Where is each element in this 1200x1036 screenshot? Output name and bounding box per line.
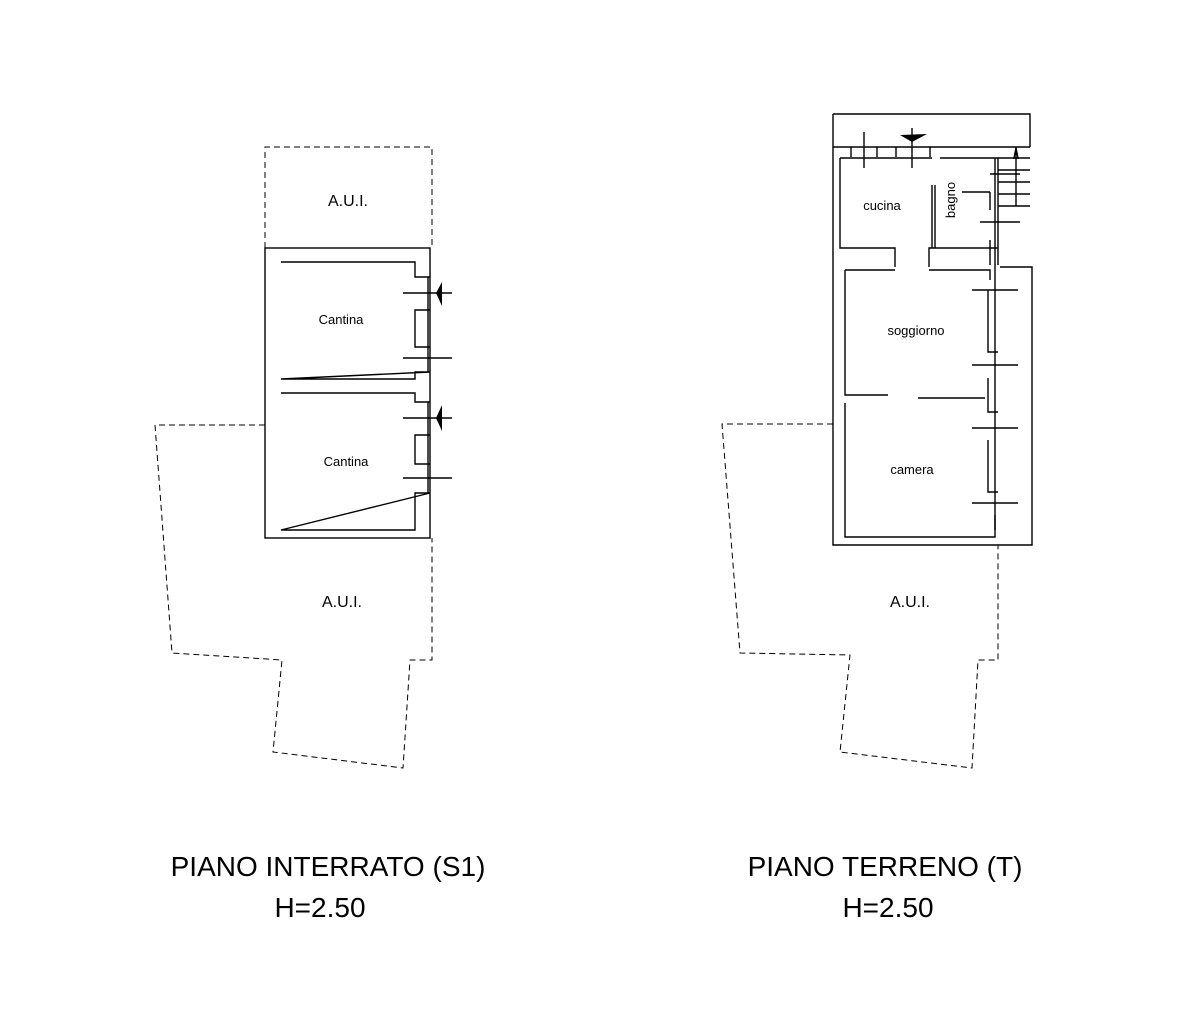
aui-bottom-outline <box>721 423 999 769</box>
plan-title: PIANO TERRENO (T) <box>748 851 1023 882</box>
room-soggiorno-camera <box>844 269 998 538</box>
outer-wall <box>832 113 1033 546</box>
stairs <box>998 147 1030 207</box>
room-cantina-1 <box>280 261 431 380</box>
window-marker <box>863 128 1020 504</box>
label-cantina-2: Cantina <box>324 454 370 469</box>
outer-wall <box>264 247 431 539</box>
label-aui-top: A.U.I. <box>328 193 368 210</box>
room-cantina-2 <box>280 392 431 531</box>
label-camera: camera <box>890 462 934 477</box>
label-bagno: bagno <box>943 182 958 218</box>
partition-bagno <box>931 185 936 248</box>
label-cantina-1: Cantina <box>319 312 365 327</box>
door-marker <box>403 282 452 479</box>
plan-title: PIANO INTERRATO (S1) <box>171 851 486 882</box>
aui-top-outline <box>264 146 433 248</box>
label-cucina: cucina <box>863 198 901 213</box>
label-aui-bottom: A.U.I. <box>890 594 930 611</box>
plan-piano-terreno: cucina bagno soggiorno camera A.U.I. PIA… <box>721 113 1033 923</box>
plan-height: H=2.50 <box>842 892 933 923</box>
plan-height: H=2.50 <box>274 892 365 923</box>
aui-bottom-outline <box>154 424 433 769</box>
plan-piano-interrato: A.U.I. Cantina Cantina A.U.I. PIANO INTE… <box>154 146 486 923</box>
label-soggiorno: soggiorno <box>887 323 944 338</box>
label-aui-bottom: A.U.I. <box>322 594 362 611</box>
